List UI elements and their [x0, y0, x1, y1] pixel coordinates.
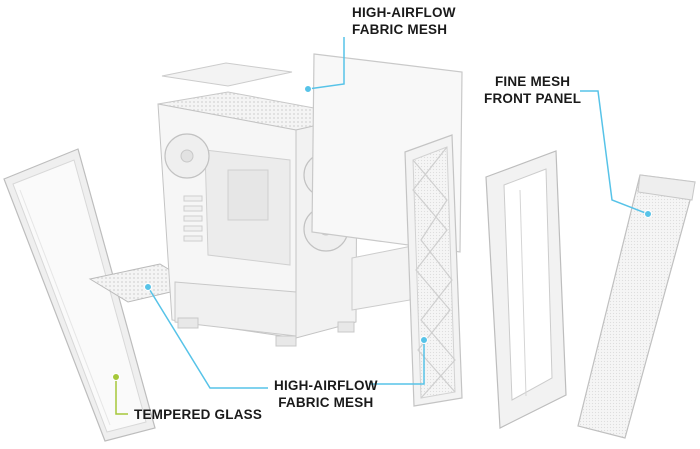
callout-lines: [115, 37, 649, 415]
label-tempered-glass-line1: TEMPERED GLASS: [134, 407, 263, 422]
label-fine-mesh-line1: FINE MESH: [494, 74, 571, 89]
label-fine-mesh-line2: FRONT PANEL: [484, 91, 582, 106]
top-mesh-panel: [161, 62, 293, 87]
label-top-fabric-mesh-line1: HIGH-AIRFLOW: [352, 5, 456, 20]
front-bezel: [404, 134, 463, 407]
label-bottom-fabric-mesh: HIGH-AIRFLOW FABRIC MESH: [274, 377, 378, 411]
label-tempered-glass: TEMPERED GLASS: [134, 406, 262, 423]
callout-dots: [112, 85, 652, 381]
label-top-fabric-mesh-line2: FABRIC MESH: [352, 22, 448, 37]
tempered-glass-panel: [3, 148, 156, 442]
front-frame: [485, 150, 567, 429]
label-top-fabric-mesh: HIGH-AIRFLOW FABRIC MESH: [352, 4, 456, 38]
label-bottom-fabric-mesh-line2: FABRIC MESH: [278, 395, 374, 410]
label-bottom-fabric-mesh-line1: HIGH-AIRFLOW: [274, 378, 378, 393]
label-fine-mesh-front-panel: FINE MESH FRONT PANEL: [484, 73, 581, 107]
fine-mesh-front-panel: [577, 174, 696, 439]
